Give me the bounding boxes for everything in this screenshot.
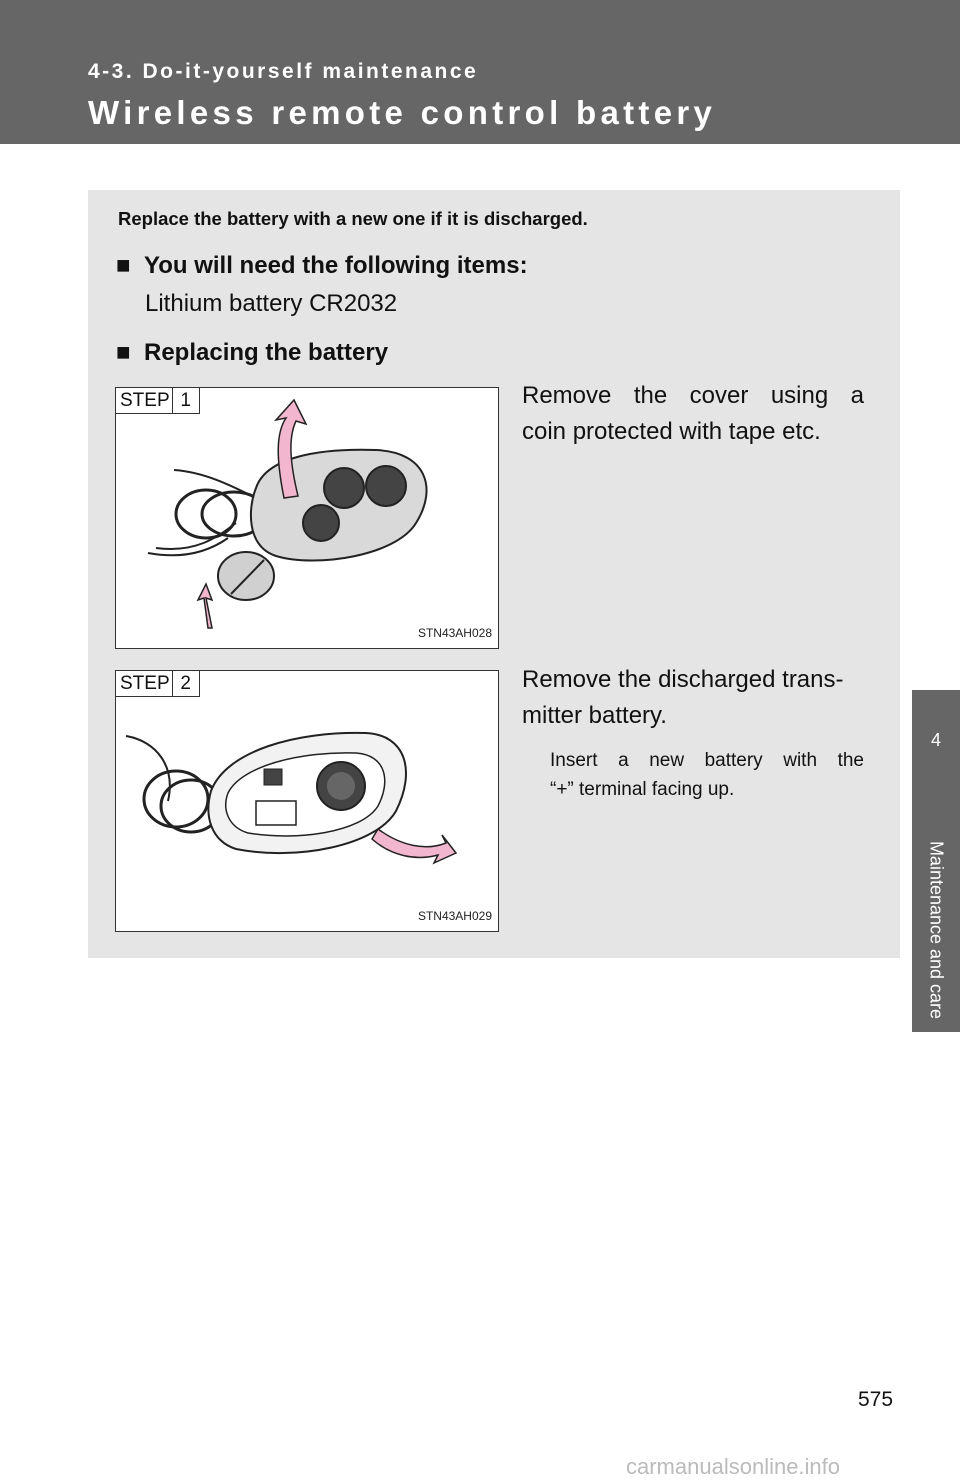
step-word: STEP [116,671,173,697]
chapter-side-tab[interactable]: 4 Maintenance and care [912,690,960,1032]
chapter-number: 4 [930,730,941,750]
remote-cover-removal-illustration [147,398,428,629]
need-items-text: Lithium battery CR2032 [145,290,398,317]
square-bullet-icon: ■ [116,339,131,366]
step-2-note-line-1: Insert a new battery with the [550,750,864,771]
step-2-note-line-2: “+” terminal facing up. [550,779,735,800]
step-word: STEP [116,388,173,414]
step-1-text: Remove the cover using a coin protected … [522,378,864,450]
replacing-heading-text: Replacing the battery [144,339,389,366]
open-remote-battery-illustration [125,731,458,865]
step-2-note: Insert a new battery with the “+” termin… [550,746,864,804]
need-items-heading-text: You will need the following items: [144,252,528,279]
step-number: 2 [172,671,200,697]
step-2-figure: STEP 2 STN43AH029 [115,670,499,932]
need-items-heading: ■ You will need the following items: [116,252,528,280]
page-header: 4-3. Do-it-yourself maintenance Wireless… [0,0,960,144]
page-number: 575 [858,1388,894,1411]
step-2-text: Remove the discharged trans-mitter batte… [522,666,844,729]
figure-code: STN43AH029 [417,909,492,923]
step-2-badge: STEP 2 [116,671,200,697]
figure-code: STN43AH028 [417,626,492,640]
page-title: Wireless remote control battery [88,94,717,131]
step-1-badge: STEP 1 [116,388,200,414]
watermark: carmanualsonline.info [626,1454,841,1479]
replacing-heading: ■ Replacing the battery [116,339,388,367]
content-box: Replace the battery with a new one if it… [88,190,900,958]
square-bullet-icon: ■ [116,252,131,279]
chapter-label: Maintenance and care [926,840,947,1020]
step-1-text-line-2: coin protected with tape etc. [522,418,821,445]
step-number: 1 [172,388,200,414]
intro-text: Replace the battery with a new one if it… [118,208,588,229]
step-1-text-line-1: Remove the cover using a [522,382,864,409]
step-1-figure: STEP 1 STN43AH028 [115,387,499,649]
section-label: 4-3. Do-it-yourself maintenance [88,60,479,83]
